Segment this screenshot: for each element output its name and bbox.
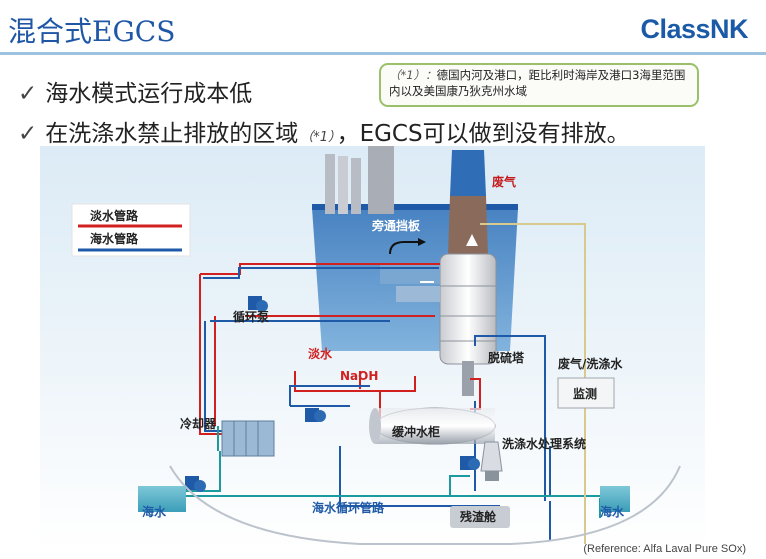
label-sea-left: 海水 <box>142 504 167 519</box>
footnote-ref: （*1） <box>300 130 335 145</box>
legend-freshwater-label: 淡水管路 <box>90 208 139 223</box>
label-sea-loop: 海水循环管路 <box>312 500 385 515</box>
check-icon: ✓ <box>18 121 38 147</box>
treatment-pump <box>460 456 480 470</box>
buffer-tank <box>369 407 496 445</box>
label-sea-right: 海水 <box>600 504 625 519</box>
label-exhaust-wash: 废气/洗涤水 <box>558 356 623 371</box>
label-exhaust: 废气 <box>492 174 516 189</box>
label-buffer-tank: 缓冲水柜 <box>392 424 440 439</box>
egcs-system-diagram: 淡水管路 海水管路 <box>40 146 705 551</box>
label-monitor: 监测 <box>573 386 597 401</box>
classnk-logo: ClassNK <box>640 14 748 44</box>
sea-pump-left <box>185 476 206 492</box>
wash-treatment-unit <box>480 441 503 481</box>
footnote-text: 德国内河及港口，距比利时海岸及港口3海里范围内以及美国康乃狄克州水域 <box>389 68 686 98</box>
sample-line <box>480 223 586 544</box>
page-title: 混合式EGCS <box>8 15 176 48</box>
bullet-item-1: ✓ 海水模式运行成本低 <box>18 74 252 108</box>
reference-caption: (Reference: Alfa Laval Pure SOx) <box>583 543 746 555</box>
exhaust-stacks <box>325 146 394 214</box>
bullet-text: 海水模式运行成本低 <box>45 81 253 107</box>
label-cooler: 冷却器 <box>180 416 217 431</box>
sea-chest-right <box>600 486 630 512</box>
monitor-box <box>557 377 615 409</box>
bullet-text-before: 在洗涤水禁止排放的区域 <box>45 121 299 147</box>
circulation-pump <box>248 296 268 312</box>
label-circulation-pump: 循环泵 <box>233 309 269 324</box>
footnote-box: （*1）：德国内河及港口，距比利时海岸及港口3海里范围内以及美国康乃狄克州水域 <box>379 63 699 107</box>
label-residue-tank: 残渣舱 <box>460 509 497 524</box>
bullet-text-after: ，EGCS可以做到没有排放。 <box>336 121 630 147</box>
ship-hull <box>169 465 681 545</box>
sea-chest-left <box>138 486 186 512</box>
label-freshwater: 淡水 <box>308 346 333 361</box>
label-bypass-damper: 旁通挡板 <box>371 218 421 233</box>
legend-seawater-label: 海水管路 <box>90 231 139 246</box>
pipe-legend: 淡水管路 海水管路 <box>71 203 191 257</box>
funnel-top <box>312 204 518 210</box>
seawater-pump <box>305 408 326 422</box>
label-naoh: NaOH <box>340 369 378 383</box>
title-divider <box>0 52 766 55</box>
label-wash-treatment: 洗涤水处理系统 <box>502 436 586 451</box>
cooler <box>221 420 275 457</box>
footnote-box-ref: （*1）： <box>389 68 437 82</box>
label-scrubber: 脱硫塔 <box>488 350 525 365</box>
bullet-item-2: ✓ 在洗涤水禁止排放的区域（*1），EGCS可以做到没有排放。 <box>18 114 630 148</box>
scrubber-tower <box>439 150 497 396</box>
check-icon: ✓ <box>18 81 38 107</box>
residue-tank <box>450 506 510 528</box>
